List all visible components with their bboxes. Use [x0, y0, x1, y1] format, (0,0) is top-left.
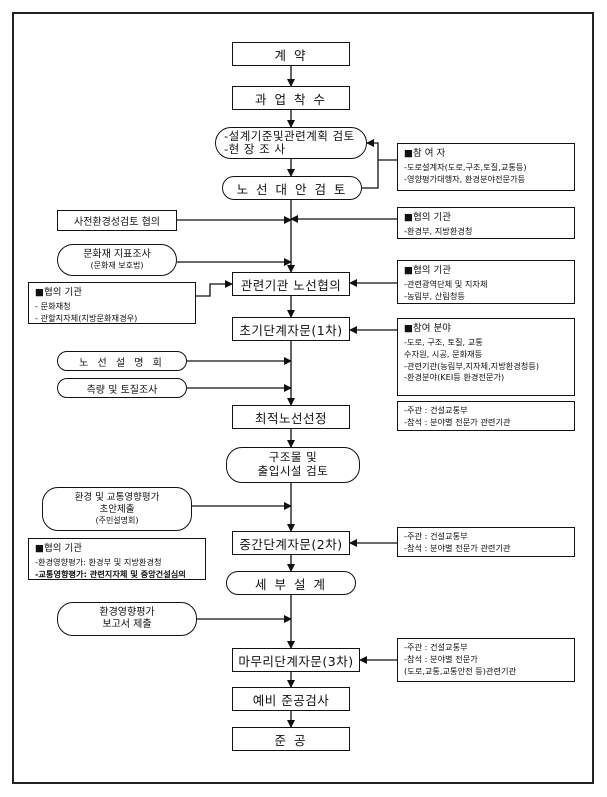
- pre-inspection-box: 예비 준공검사: [232, 687, 350, 711]
- agency-heritage-lines: - 문화재청- 관할지자체(지방문화재경우): [35, 300, 189, 323]
- note-line: -환경분야(KEI등 환경전문가): [404, 372, 505, 383]
- heritage-line-1: 문화재 지표조사: [83, 248, 151, 260]
- host-2-lines: -주관 : 건설교통부-참석 : 분야별 전문가 관련기관: [404, 531, 568, 555]
- note-line: -환경부, 지방환경청: [404, 225, 473, 236]
- start-box: 과 업 착 수: [232, 86, 350, 110]
- design-3-box: 마무리단계자문(3차): [232, 648, 360, 672]
- note-line: -참석 : 분야별 전문가 관련기관: [404, 542, 511, 553]
- env-traffic-box: 환경 및 교통영향평가 초안제출 (주민설명회): [42, 487, 192, 531]
- route-review-label: 노 선 대 안 검 토: [236, 181, 348, 197]
- design-1-box: 초기단계자문(1차): [232, 317, 350, 341]
- design-2-box: 중간단계자문(2차): [232, 531, 350, 555]
- note-line: (도로,교통,교통안전 등)관련기관: [404, 665, 517, 676]
- structure-line-1: 구조물 및: [268, 450, 318, 465]
- agency-route-title: ■협의 기관: [404, 265, 451, 276]
- note-line: -주관 : 건설교통부: [404, 405, 468, 415]
- participants-note: ■참 여 자 -도로설계자(도로,구조,토질,교통등)-영향평가대행자, 환경분…: [397, 143, 575, 191]
- env-traffic-line-1: 환경 및 교통영향평가: [74, 492, 160, 504]
- agency-route-lines: -관련광역단체 및 지자체-농림부, 산림청등: [404, 279, 568, 303]
- contract-box: 계 약: [232, 42, 350, 66]
- fields-lines: -도로, 구조, 토질, 교통 수자원, 시공, 문화재등-관련기관(농림부,지…: [404, 337, 568, 385]
- note-line: -참석 : 분야별 전문가: [404, 653, 478, 664]
- agency-env-lines: -환경부, 지방환경청: [404, 226, 568, 238]
- survey-box: 측량 및 토질조사: [57, 378, 187, 398]
- note-line: -환경영향평가: 환경부 및 지방환경청: [35, 556, 162, 567]
- detail-label: 세 부 설 계: [255, 576, 327, 592]
- structure-box: 구조물 및 출입시설 검토: [226, 447, 360, 483]
- note-line: - 관할지자체(지방문화재경우): [35, 312, 138, 323]
- note-line: -도로설계자(도로,구조,토질,교통등): [404, 161, 527, 172]
- note-line: -농림부, 산림청등: [404, 290, 465, 301]
- completion-label: 준 공: [274, 732, 308, 748]
- note-line: -참석 : 분야별 전문가 관련기관: [404, 416, 511, 427]
- host-3-lines: -주관 : 건설교통부-참석 : 분야별 전문가(도로,교통,교통안전 등)관련…: [404, 642, 568, 678]
- agency-heritage-note: ■협의 기관 - 문화재청- 관할지자체(지방문화재경우): [28, 282, 196, 324]
- note-line: - 문화재청: [35, 300, 71, 311]
- completion-box: 준 공: [232, 727, 350, 751]
- detail-box: 세 부 설 계: [226, 571, 356, 595]
- host-2-note: -주관 : 건설교통부-참석 : 분야별 전문가 관련기관: [397, 527, 575, 557]
- design-1-label: 초기단계자문(1차): [239, 322, 343, 338]
- agency-env-note: ■협의 기관 -환경부, 지방환경청: [397, 207, 575, 239]
- route-briefing-label: 노 선 설 명 회: [79, 357, 165, 369]
- pre-inspection-label: 예비 준공검사: [252, 692, 330, 708]
- design-3-label: 마무리단계자문(3차): [238, 653, 354, 669]
- note-line: -주관 : 건설교통부: [404, 642, 468, 652]
- env-report-box: 환경영향평가 보고서 제출: [57, 602, 197, 636]
- agency-route-box: 관련기관 노선협의: [232, 272, 350, 296]
- heritage-box: 문화재 지표조사 (문화재 보호법): [57, 244, 177, 276]
- agency-eval-note: ■협의 기관 -환경영향평가: 환경부 및 지방환경청-교통영향평가: 관련지자…: [28, 538, 206, 580]
- link-agency-heritage: [196, 280, 233, 297]
- contract-label: 계 약: [274, 47, 308, 63]
- agency-route-label: 관련기관 노선협의: [240, 277, 342, 293]
- loop-route-review: [362, 139, 379, 189]
- optimal-label: 최적노선선정: [254, 410, 327, 426]
- note-line: -관련광역단체 및 지자체: [404, 278, 488, 289]
- review-box: -설계기준및관련계획 검토 -현 장 조 사: [215, 127, 367, 159]
- host-1-note: -주관 : 건설교통부-참석 : 분야별 전문가 관련기관: [397, 401, 575, 431]
- heritage-line-2: (문화재 보호법): [90, 261, 144, 271]
- agency-eval-lines: -환경영향평가: 환경부 및 지방환경청-교통영향평가: 관련지자체 및 중앙건…: [35, 556, 199, 579]
- note-line: -관련기관(농림부,지자체,지방환경청등): [404, 360, 540, 371]
- route-review-box: 노 선 대 안 검 토: [222, 176, 362, 200]
- host-3-note: -주관 : 건설교통부-참석 : 분야별 전문가(도로,교통,교통안전 등)관련…: [397, 638, 575, 682]
- note-line: -주관 : 건설교통부: [404, 531, 468, 541]
- env-report-line-1: 환경영향평가: [99, 606, 155, 618]
- host-1-lines: -주관 : 건설교통부-참석 : 분야별 전문가 관련기관: [404, 405, 568, 429]
- design-2-label: 중간단계자문(2차): [239, 536, 343, 552]
- review-line-1: -설계기준및관련계획 검토: [224, 128, 355, 143]
- env-traffic-line-2: 초안제출: [99, 504, 135, 515]
- review-line-2: -현 장 조 사: [224, 142, 286, 156]
- structure-line-2: 출입시설 검토: [257, 464, 329, 478]
- agency-eval-title: ■협의 기관: [35, 543, 82, 554]
- env-traffic-line-3: (주민설명회): [95, 515, 139, 525]
- agency-env-title: ■협의 기관: [404, 212, 451, 223]
- agency-heritage-title: ■협의 기관: [35, 287, 82, 298]
- route-briefing-box: 노 선 설 명 회: [57, 351, 187, 371]
- start-label: 과 업 착 수: [255, 91, 327, 107]
- env-report-line-2: 보고서 제출: [102, 619, 152, 630]
- note-line: -도로, 구조, 토질, 교통: [404, 336, 483, 347]
- diagram-frame: [12, 12, 594, 784]
- participants-title: ■참 여 자: [404, 148, 446, 159]
- note-line: -교통영향평가: 관련지자체 및 중앙건설심의: [35, 568, 186, 579]
- note-line: 수자원, 시공, 문화재등: [404, 348, 483, 359]
- fields-note: ■참여 분야 -도로, 구조, 토질, 교통 수자원, 시공, 문화재등-관련기…: [397, 318, 575, 396]
- survey-label: 측량 및 토질조사: [86, 384, 158, 396]
- agency-route-note: ■협의 기관 -관련광역단체 및 지자체-농림부, 산림청등: [397, 260, 575, 304]
- participants-lines: -도로설계자(도로,구조,토질,교통등)-영향평가대행자, 환경분야전문가등: [404, 162, 568, 186]
- optimal-box: 최적노선선정: [232, 405, 350, 429]
- pre-env-label: 사전환경성검토 협의: [74, 217, 160, 228]
- note-line: -영향평가대행자, 환경분야전문가등: [404, 173, 526, 184]
- pre-env-box: 사전환경성검토 협의: [57, 210, 177, 231]
- fields-title: ■참여 분야: [404, 323, 451, 334]
